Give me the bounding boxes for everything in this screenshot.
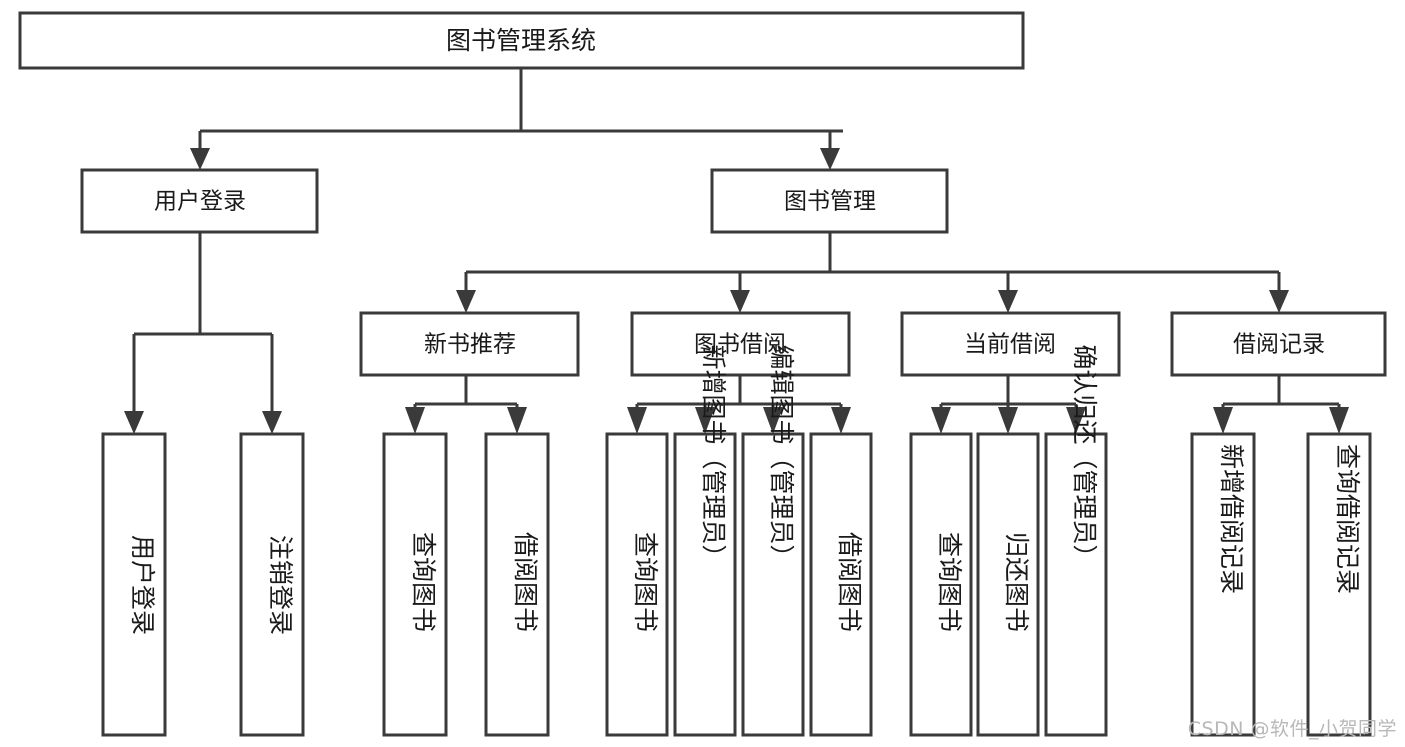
- arrow-head-borrow-record: [1269, 290, 1289, 313]
- arrow-head-leaf-logout: [262, 411, 282, 434]
- leaf-logout-label: 注销登录: [266, 535, 295, 635]
- arrow-head-leaf-add-book: [695, 407, 715, 434]
- arrow-head-leaf-borrow-book-2: [831, 407, 851, 434]
- leaf-add-book-label: 新增图书（管理员）: [699, 344, 728, 569]
- leaf-borrow-book-borrow-label: 借阅图书: [835, 532, 864, 632]
- arrow-head-leaf-query-book-2: [627, 407, 647, 434]
- arrow-head-user-login: [190, 148, 210, 170]
- node-borrow-record-label: 借阅记录: [1233, 332, 1325, 358]
- leaf-borrow-book-recommend[interactable]: 借阅图书: [484, 432, 550, 737]
- leaf-user-login[interactable]: 用户登录: [101, 432, 167, 737]
- node-book-management-label: 图书管理: [784, 189, 876, 215]
- node-current-borrow-box[interactable]: [900, 311, 1121, 377]
- leaf-add-borrow-record-label: 新增借阅记录: [1217, 444, 1246, 594]
- leaf-return-book[interactable]: 归还图书: [976, 432, 1040, 737]
- leaf-query-book-recommend[interactable]: 查询图书: [382, 432, 448, 737]
- leaf-edit-book[interactable]: 编辑图书（管理员）: [741, 344, 805, 737]
- leaf-query-borrow-record[interactable]: 查询借阅记录: [1306, 432, 1372, 737]
- node-new-book-recommend-box[interactable]: [359, 311, 580, 377]
- arrow-head-current-borrow: [998, 290, 1018, 313]
- leaf-borrow-book-borrow[interactable]: 借阅图书: [809, 432, 873, 737]
- leaf-return-book-label: 归还图书: [1002, 532, 1031, 632]
- leaf-logout[interactable]: 注销登录: [239, 432, 305, 737]
- leaf-confirm-return[interactable]: 确认归还（管理员）: [1044, 344, 1108, 737]
- leaf-borrow-book-recommend-label: 借阅图书: [511, 532, 540, 632]
- arrow-head-leaf-query-book-1: [405, 407, 425, 434]
- node-book-management-box[interactable]: [710, 168, 949, 234]
- connector-layer: [124, 68, 1349, 434]
- arrow-head-book-mgmt: [820, 148, 840, 170]
- leaf-query-book-borrow-label: 查询图书: [631, 532, 660, 632]
- node-current-borrow-label: 当前借阅: [964, 332, 1056, 358]
- node-new-book-recommend-label: 新书推荐: [424, 332, 516, 358]
- leaf-user-login-box[interactable]: [101, 432, 167, 737]
- leaf-add-book[interactable]: 新增图书（管理员）: [673, 344, 737, 737]
- leaf-query-borrow-record-box[interactable]: [1306, 432, 1372, 737]
- node-book-borrow[interactable]: 图书借阅: [630, 311, 851, 377]
- arrow-head-leaf-borrow-book-1: [507, 407, 527, 434]
- node-book-borrow-box[interactable]: [630, 311, 851, 377]
- arrow-head-leaf-user-login: [124, 411, 144, 434]
- leaf-query-book-current-box[interactable]: [909, 432, 973, 737]
- node-root-box[interactable]: [18, 11, 1025, 70]
- node-root-system[interactable]: 图书管理系统: [18, 11, 1025, 70]
- leaf-user-login-label: 用户登录: [128, 535, 157, 635]
- arrow-head-leaf-add-record: [1213, 407, 1233, 434]
- leaf-logout-box[interactable]: [239, 432, 305, 737]
- node-user-login-box[interactable]: [80, 168, 319, 234]
- leaf-add-borrow-record[interactable]: 新增借阅记录: [1190, 432, 1256, 737]
- leaf-add-book-box[interactable]: [673, 432, 737, 737]
- node-root-label: 图书管理系统: [446, 26, 596, 55]
- leaf-confirm-return-label: 确认归还（管理员）: [1070, 344, 1099, 569]
- leaf-query-book-recommend-label: 查询图书: [409, 532, 438, 632]
- node-book-borrow-label: 图书借阅: [694, 332, 786, 358]
- leaf-edit-book-label: 编辑图书（管理员）: [767, 344, 796, 569]
- node-borrow-record[interactable]: 借阅记录: [1170, 311, 1387, 377]
- leaf-borrow-book-borrow-box[interactable]: [809, 432, 873, 737]
- leaf-query-book-borrow[interactable]: 查询图书: [605, 432, 669, 737]
- node-new-book-recommend[interactable]: 新书推荐: [359, 311, 580, 377]
- node-borrow-record-box[interactable]: [1170, 311, 1387, 377]
- leaf-return-book-box[interactable]: [976, 432, 1040, 737]
- leaf-query-book-current-label: 查询图书: [935, 532, 964, 632]
- arrow-head-leaf-query-record: [1329, 407, 1349, 434]
- node-user-login[interactable]: 用户登录: [80, 168, 319, 234]
- node-book-management[interactable]: 图书管理: [710, 168, 949, 234]
- leaf-borrow-book-recommend-box[interactable]: [484, 432, 550, 737]
- leaf-confirm-return-box[interactable]: [1044, 432, 1108, 737]
- node-user-login-label: 用户登录: [154, 189, 246, 215]
- leaf-query-book-current[interactable]: 查询图书: [909, 432, 973, 737]
- arrow-head-leaf-query-book-3: [931, 407, 951, 434]
- leaf-add-borrow-record-box[interactable]: [1190, 432, 1256, 737]
- leaf-query-book-recommend-box[interactable]: [382, 432, 448, 737]
- node-current-borrow[interactable]: 当前借阅: [900, 311, 1121, 377]
- arrow-head-new-book: [456, 290, 476, 313]
- leaf-edit-book-box[interactable]: [741, 432, 805, 737]
- arrow-head-leaf-edit-book: [763, 407, 783, 434]
- arrow-head-leaf-return-book: [998, 407, 1018, 434]
- leaf-query-borrow-record-label: 查询借阅记录: [1333, 444, 1362, 594]
- arrow-head-leaf-confirm-return: [1066, 407, 1086, 434]
- arrow-head-book-borrow: [730, 290, 750, 313]
- leaf-query-book-borrow-box[interactable]: [605, 432, 669, 737]
